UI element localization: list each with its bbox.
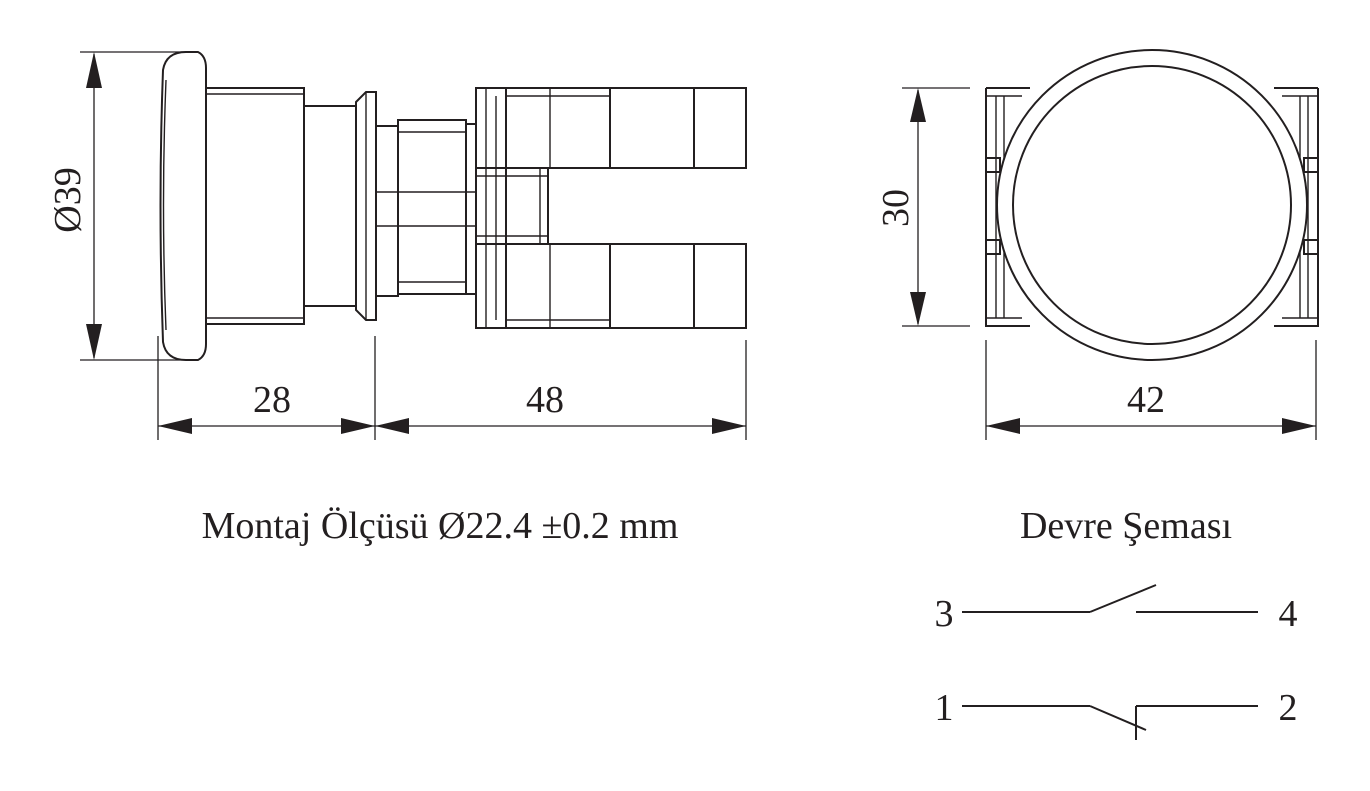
dimension-width-label: 42	[1127, 379, 1165, 421]
mounting-caption: Montaj Ölçüsü Ø22.4 ±0.2 mm	[202, 505, 679, 547]
dimension-height-label: 30	[875, 189, 917, 227]
button-face-inner	[1012, 65, 1292, 345]
dimension-body-length-label: 48	[526, 379, 564, 421]
pin-1-label: 1	[935, 687, 954, 729]
mounting-nut	[397, 119, 467, 295]
pin-4-label: 4	[1279, 593, 1298, 635]
pin-3-label: 3	[935, 593, 954, 635]
contact-block	[475, 87, 747, 329]
button-body	[205, 87, 305, 325]
pin-2-label: 2	[1279, 687, 1298, 729]
dimension-head-length-label: 28	[253, 379, 291, 421]
normally-closed-contact	[962, 705, 1258, 740]
front-view	[985, 49, 1319, 361]
side-view	[159, 51, 747, 361]
normally-open-contact	[962, 584, 1258, 613]
side-view-dimensions	[80, 51, 747, 440]
front-view-dimensions	[902, 87, 1317, 440]
circuit-diagram-title: Devre Şeması	[1020, 505, 1232, 547]
mushroom-head	[159, 51, 207, 361]
button-face-outer	[996, 49, 1308, 361]
dimension-diameter-label: Ø39	[47, 167, 89, 232]
